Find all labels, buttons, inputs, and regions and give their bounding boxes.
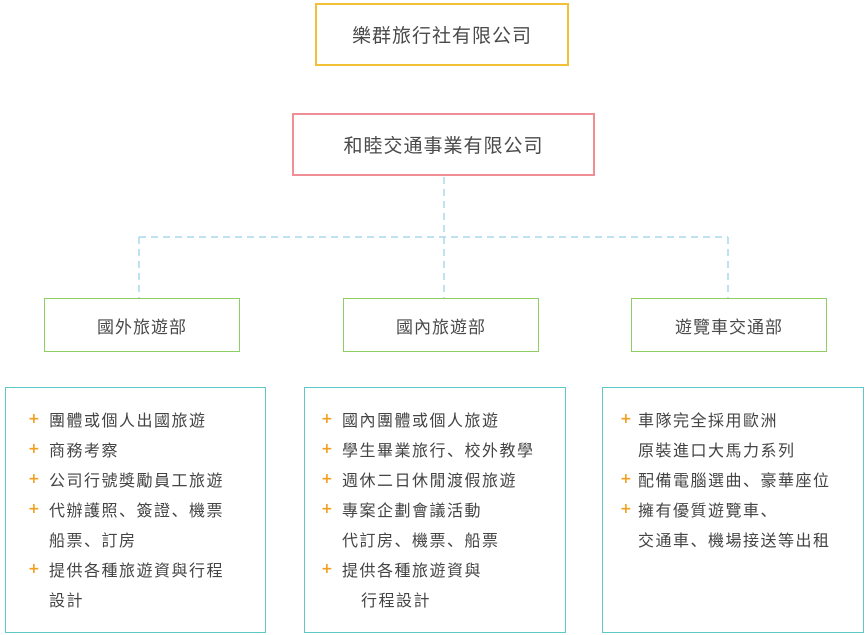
service-text-continued: 代訂房、機票、船票	[342, 531, 500, 550]
service-text: 擁有優質遊覽車、	[638, 501, 779, 520]
service-item: + 提供各種旅遊資與 行程設計	[305, 556, 565, 616]
services-list-domestic: + 國內團體或個人旅遊 + 學生畢業旅行、校外教學 + 週休二日休閒渡假旅遊 +…	[305, 406, 565, 616]
service-text: 配備電腦選曲、豪華座位	[638, 471, 831, 490]
service-text: 週休二日休閒渡假旅遊	[342, 471, 518, 490]
plus-icon: +	[620, 411, 634, 427]
service-item: + 學生畢業旅行、校外教學	[305, 436, 565, 466]
plus-icon: +	[28, 411, 42, 427]
plus-icon: +	[321, 501, 335, 517]
plus-icon: +	[321, 411, 335, 427]
plus-icon: +	[620, 471, 634, 487]
service-item: + 商務考察	[6, 436, 265, 466]
services-panel-domestic: + 國內團體或個人旅遊 + 學生畢業旅行、校外教學 + 週休二日休閒渡假旅遊 +…	[304, 387, 566, 633]
plus-icon: +	[28, 441, 42, 457]
plus-icon: +	[321, 471, 335, 487]
services-list-coach: + 車隊完全採用歐洲 原裝進口大馬力系列 + 配備電腦選曲、豪華座位 + 擁有優…	[603, 406, 863, 556]
service-item: + 國內團體或個人旅遊	[305, 406, 565, 436]
service-text: 公司行號獎勵員工旅遊	[49, 471, 225, 490]
service-text: 專案企劃會議活動	[342, 501, 483, 520]
dept-box-overseas: 國外旅遊部	[44, 298, 240, 352]
dept-box-coach: 遊覽車交通部	[631, 298, 827, 352]
service-text: 國內團體或個人旅遊	[342, 411, 500, 430]
plus-icon: +	[620, 501, 634, 517]
service-text: 代辦護照、簽證、機票	[49, 501, 225, 520]
company-top-label: 樂群旅行社有限公司	[351, 25, 532, 47]
plus-icon: +	[28, 561, 42, 577]
dept-box-domestic: 國內旅遊部	[343, 298, 539, 352]
service-text: 提供各種旅遊資與行程	[49, 561, 225, 580]
dept-label-domestic: 國內旅遊部	[396, 317, 486, 338]
service-item: + 代辦護照、簽證、機票 船票、訂房	[6, 496, 265, 556]
plus-icon: +	[28, 471, 42, 487]
plus-icon: +	[321, 561, 335, 577]
service-text-continued: 設計	[49, 591, 85, 610]
service-item: + 團體或個人出國旅遊	[6, 406, 265, 436]
service-text: 團體或個人出國旅遊	[49, 411, 207, 430]
company-mid-label: 和睦交通事業有限公司	[343, 135, 544, 157]
plus-icon: +	[321, 441, 335, 457]
service-text: 車隊完全採用歐洲	[638, 411, 779, 430]
service-text-continued: 交通車、機場接送等出租	[638, 531, 831, 550]
services-panel-overseas: + 團體或個人出國旅遊 + 商務考察 + 公司行號獎勵員工旅遊 + 代辦護照、簽…	[5, 387, 266, 633]
service-item: + 擁有優質遊覽車、 交通車、機場接送等出租	[603, 496, 863, 556]
service-item: + 專案企劃會議活動 代訂房、機票、船票	[305, 496, 565, 556]
company-top-box: 樂群旅行社有限公司	[315, 3, 569, 66]
service-text: 商務考察	[49, 441, 120, 460]
plus-icon: +	[28, 501, 42, 517]
service-text-continued: 原裝進口大馬力系列	[638, 441, 796, 460]
service-item: + 公司行號獎勵員工旅遊	[6, 466, 265, 496]
dept-label-coach: 遊覽車交通部	[675, 317, 783, 338]
service-item: + 提供各種旅遊資與行程 設計	[6, 556, 265, 616]
service-item: + 車隊完全採用歐洲 原裝進口大馬力系列	[603, 406, 863, 466]
service-text-continued: 行程設計	[361, 591, 432, 610]
service-item: + 配備電腦選曲、豪華座位	[603, 466, 863, 496]
service-text: 學生畢業旅行、校外教學	[342, 441, 535, 460]
services-panel-coach: + 車隊完全採用歐洲 原裝進口大馬力系列 + 配備電腦選曲、豪華座位 + 擁有優…	[602, 387, 864, 633]
dept-label-overseas: 國外旅遊部	[97, 317, 187, 338]
service-item: + 週休二日休閒渡假旅遊	[305, 466, 565, 496]
service-text: 提供各種旅遊資與	[342, 561, 483, 580]
service-text-continued: 船票、訂房	[49, 531, 137, 550]
company-mid-box: 和睦交通事業有限公司	[292, 113, 595, 176]
services-list-overseas: + 團體或個人出國旅遊 + 商務考察 + 公司行號獎勵員工旅遊 + 代辦護照、簽…	[6, 406, 265, 616]
